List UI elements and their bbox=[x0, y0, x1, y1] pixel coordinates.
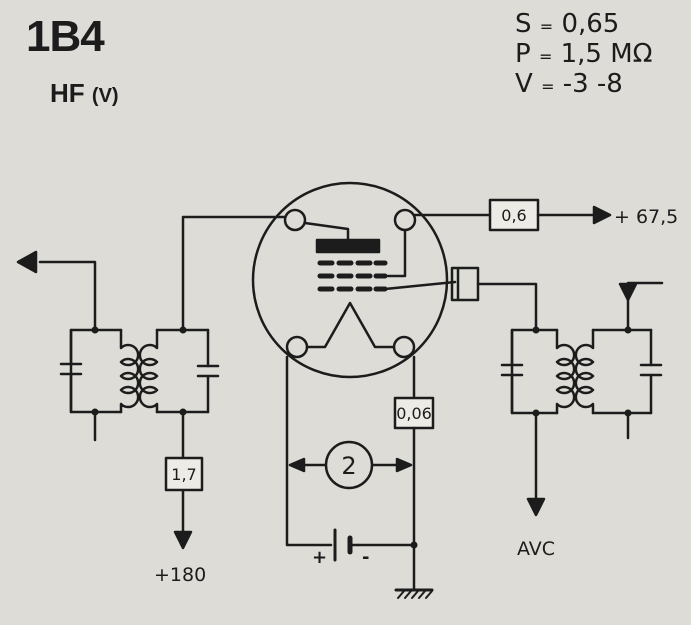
param-s: S = 0,65 bbox=[515, 9, 620, 39]
resistor-1-7 bbox=[164, 456, 204, 492]
param-p: P = 1,5 MΩ bbox=[515, 39, 653, 69]
plate-wire bbox=[181, 215, 287, 332]
tube-pin-bottom-right bbox=[392, 335, 416, 359]
tube-type-title: 1B4 bbox=[26, 12, 105, 61]
battery-plus-label: + bbox=[312, 547, 327, 568]
resistor-0-06-label: 0,06 bbox=[396, 404, 432, 423]
left-output-arrow bbox=[16, 250, 38, 274]
anode-lead bbox=[303, 221, 350, 242]
tube-filament bbox=[305, 301, 396, 349]
plate-supply-arrow bbox=[173, 530, 193, 550]
tube-envelope bbox=[251, 181, 449, 379]
filament-wire-left bbox=[285, 355, 333, 547]
function-suffix: (V) bbox=[91, 85, 119, 107]
resistor-0-6-label: 0,6 bbox=[501, 206, 526, 225]
screen-supply-arrow bbox=[592, 205, 612, 225]
grid-cap-lead bbox=[383, 280, 457, 291]
resistor-0-6 bbox=[488, 198, 540, 232]
filament-voltage-label: 2 bbox=[341, 452, 356, 480]
tube-pin-top-right bbox=[393, 208, 417, 232]
avc-label: AVC bbox=[517, 538, 555, 560]
filament-voltage-circle bbox=[324, 440, 374, 490]
function-main: HF bbox=[50, 78, 85, 108]
screen-supply-label: + 67,5 bbox=[614, 206, 678, 228]
plate-supply-label: +180 bbox=[154, 564, 206, 586]
function-label: HF (V) bbox=[50, 78, 119, 109]
tube-anode bbox=[315, 238, 381, 254]
right-tuned-circuit bbox=[476, 281, 664, 507]
ground-symbol bbox=[394, 588, 434, 599]
left-tuned-circuit bbox=[38, 260, 220, 542]
param-v: V = -3 -8 bbox=[515, 69, 623, 99]
tube-pin-bottom-left bbox=[285, 335, 309, 359]
battery-minus-label: - bbox=[362, 547, 369, 568]
screen-grid-lead bbox=[386, 228, 407, 278]
avc-arrow bbox=[526, 497, 546, 517]
junction-dots bbox=[91, 326, 632, 549]
tube-grids bbox=[317, 260, 388, 292]
tube-top-cap bbox=[450, 266, 480, 302]
input-arrow bbox=[618, 282, 638, 302]
resistor-1-7-label: 1,7 bbox=[171, 465, 196, 484]
tube-pin-top-left bbox=[283, 208, 307, 232]
